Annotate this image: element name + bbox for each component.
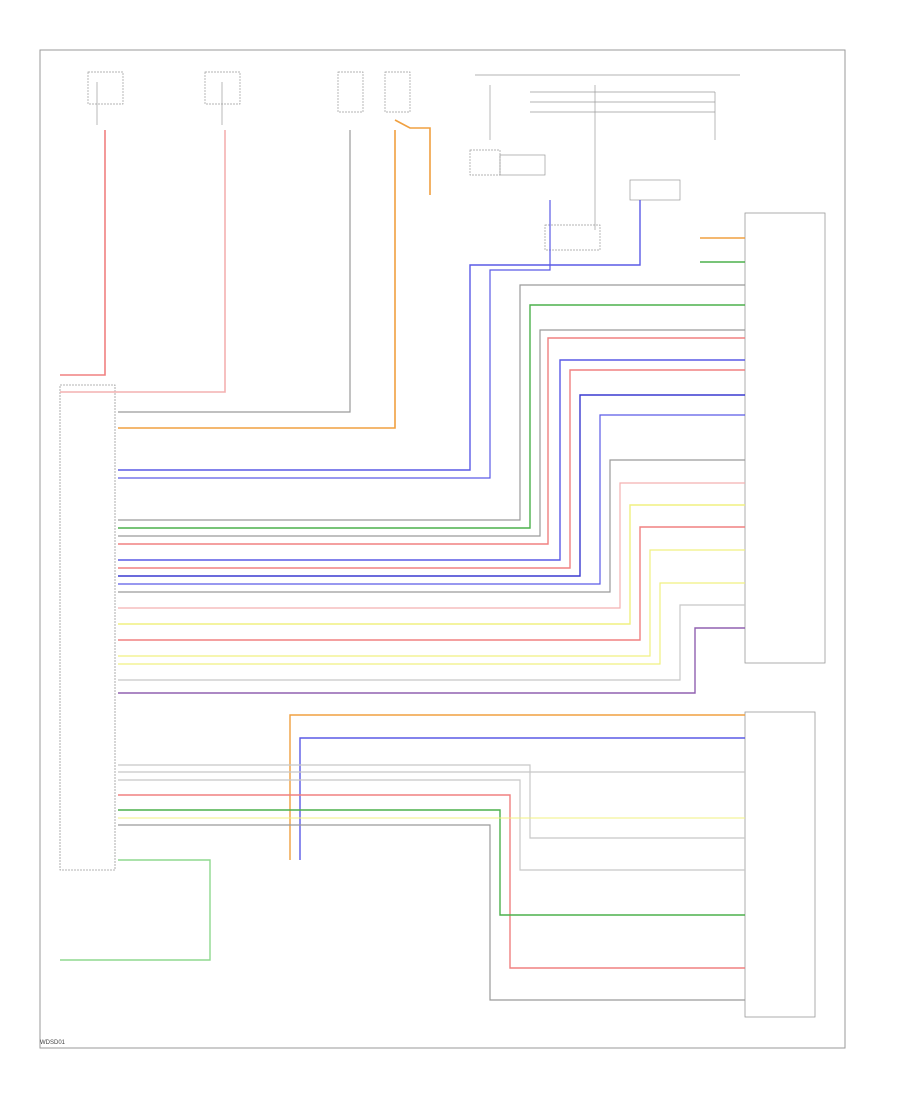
diagram-frame xyxy=(39,49,846,1049)
wire-gray-lower-4 xyxy=(118,824,745,1001)
wire-blue-lower xyxy=(299,737,745,860)
wire-red-3 xyxy=(118,526,745,641)
wire-gray-3 xyxy=(118,459,745,593)
wire-blue-1 xyxy=(118,200,641,471)
wire-blue-4 xyxy=(118,394,745,577)
wire-blue-3 xyxy=(118,359,745,561)
wire-yellow-1 xyxy=(118,504,745,625)
wire-red-feed xyxy=(60,130,106,376)
wire-lightgreen-lower xyxy=(60,859,211,961)
wire-blue-5 xyxy=(118,414,745,585)
wire-orange-feed xyxy=(118,130,396,429)
wire-blue-2 xyxy=(118,200,551,479)
wire-red-lower xyxy=(118,794,745,969)
wire-orange-lower xyxy=(289,714,745,860)
right-connector-lower xyxy=(744,711,816,1018)
wire-gray-lower-2 xyxy=(118,779,745,871)
wire-yellow-3 xyxy=(118,582,745,665)
wire-gray-1 xyxy=(118,284,745,521)
right-connector-upper xyxy=(744,212,826,664)
wire-orange-branch xyxy=(394,119,431,195)
wire-green-1 xyxy=(118,304,745,529)
wire-red-1 xyxy=(118,337,745,545)
wire-purple-1 xyxy=(118,627,745,694)
wire-pink-feed xyxy=(60,130,226,393)
wire-lightgray-1 xyxy=(118,604,745,681)
switch-module xyxy=(469,74,740,251)
wire-gray-2 xyxy=(118,329,745,537)
wire-green-lower xyxy=(118,809,745,916)
fuse-box-1 xyxy=(87,71,124,125)
left-control-module xyxy=(59,384,116,871)
wire-gray-feed xyxy=(118,130,351,413)
wire-red-2 xyxy=(118,369,745,569)
wire-pink-1 xyxy=(118,482,745,609)
figure-id: WDSD01 xyxy=(40,1040,66,1046)
fuse-box-2 xyxy=(204,71,241,125)
wire-gray-lower-1 xyxy=(118,764,745,839)
wire-yellow-2 xyxy=(118,549,745,657)
fuse-box-3 xyxy=(337,71,411,113)
